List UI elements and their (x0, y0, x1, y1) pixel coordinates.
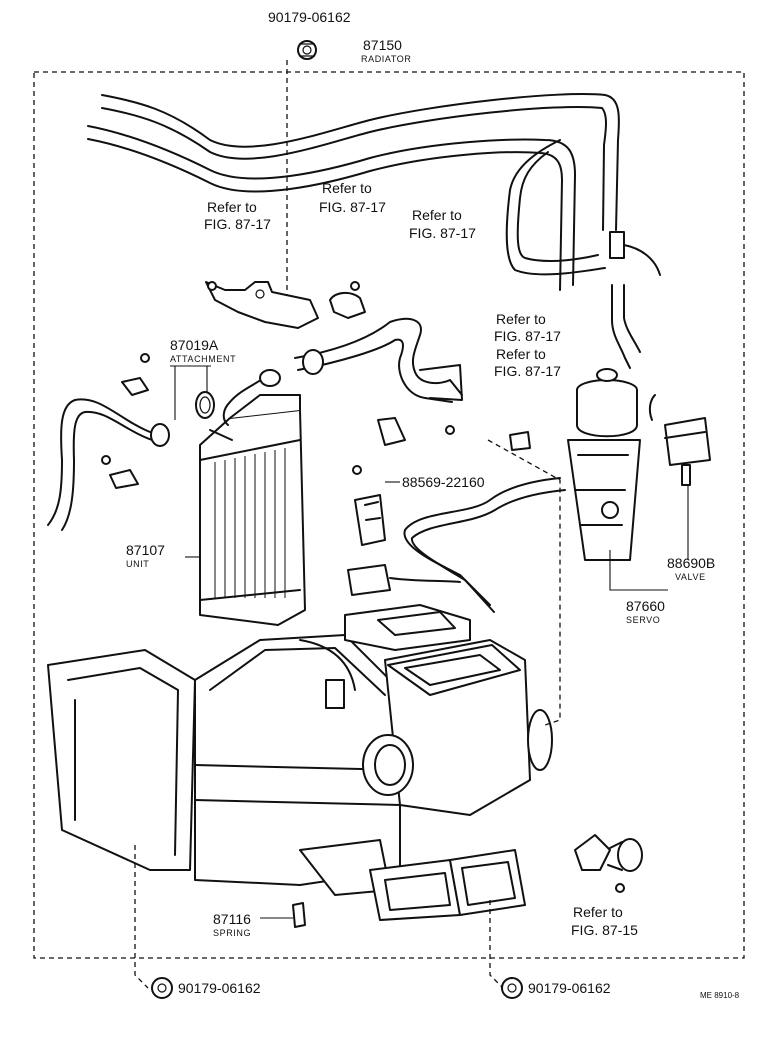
label-ref-2a: Refer to (322, 180, 372, 196)
label-87660-num: 87660 (626, 598, 665, 614)
label-88690B-name: VALVE (675, 572, 706, 582)
bolt-mid[interactable] (509, 431, 531, 451)
label-87116-name: SPRING (213, 928, 251, 938)
nut-bottom-left-90179[interactable] (151, 977, 173, 999)
label-87660-name: SERVO (626, 615, 660, 625)
nut-top-90179[interactable] (297, 40, 317, 60)
label-87107-name: UNIT (126, 559, 149, 569)
pipe-clamp[interactable] (329, 292, 366, 319)
label-ref-5a: Refer to (496, 346, 546, 362)
heater-hose-lower[interactable] (47, 398, 170, 531)
label-ref-3b: FIG. 87-17 (409, 225, 476, 241)
hose-clip-lower[interactable] (101, 455, 139, 489)
mounting-bracket[interactable] (205, 281, 319, 329)
vacuum-hose[interactable] (403, 477, 566, 613)
heater-radiator-87107[interactable] (199, 369, 306, 626)
bracket-clip[interactable] (377, 417, 406, 446)
valve-88690B[interactable] (648, 394, 711, 486)
leader-nut-bl (134, 845, 149, 989)
screw-88569[interactable] (352, 465, 362, 475)
label-90179-br: 90179-06162 (528, 980, 611, 996)
assembly-boundary (33, 71, 745, 959)
nut-bottom-right-90179[interactable] (501, 977, 523, 999)
label-87107-num: 87107 (126, 542, 165, 558)
label-87150-num: 87150 (363, 37, 402, 53)
heater-hose-upper[interactable] (294, 317, 463, 403)
label-figure-code: ME 8910-8 (700, 991, 740, 1000)
wire-connector[interactable] (347, 564, 461, 596)
radiator-pipes[interactable] (87, 93, 620, 291)
label-ref-2b: FIG. 87-17 (319, 199, 386, 215)
leader-servo-dash (487, 439, 561, 726)
label-ref-4a: Refer to (496, 311, 546, 327)
outlet-fitting[interactable] (574, 834, 643, 893)
screw-small-1[interactable] (207, 281, 217, 291)
label-87019A-name: ATTACHMENT (170, 354, 236, 364)
label-87116-num: 87116 (213, 911, 251, 927)
label-ref-6b: FIG. 87-15 (571, 922, 638, 938)
screw-small-2[interactable] (350, 281, 360, 291)
heater-case[interactable] (47, 604, 553, 921)
label-87019A-num: 87019A (170, 337, 219, 353)
label-ref-5b: FIG. 87-17 (494, 363, 561, 379)
screw-mid[interactable] (445, 425, 455, 435)
leader-87019A (170, 365, 211, 420)
attachment-87019A[interactable] (195, 391, 215, 419)
leader-nut-br (489, 900, 504, 989)
label-ref-1a: Refer to (207, 199, 257, 215)
connector-88569[interactable] (354, 494, 386, 546)
label-ref-3a: Refer to (412, 207, 462, 223)
label-90179-top: 90179-06162 (268, 9, 351, 25)
leader-87660 (609, 550, 668, 591)
tee-fitting[interactable] (609, 231, 661, 369)
label-88690B-num: 88690B (667, 555, 715, 571)
label-ref-6a: Refer to (573, 904, 623, 920)
label-88569: 88569-22160 (402, 474, 485, 490)
label-ref-1b: FIG. 87-17 (204, 216, 271, 232)
servo-87660[interactable] (567, 368, 641, 561)
spring-87116[interactable] (292, 902, 306, 928)
label-ref-4b: FIG. 87-17 (494, 328, 561, 344)
label-87150-name: RADIATOR (361, 54, 411, 64)
hose-clip-upper[interactable] (121, 353, 150, 396)
label-90179-bl: 90179-06162 (178, 980, 261, 996)
